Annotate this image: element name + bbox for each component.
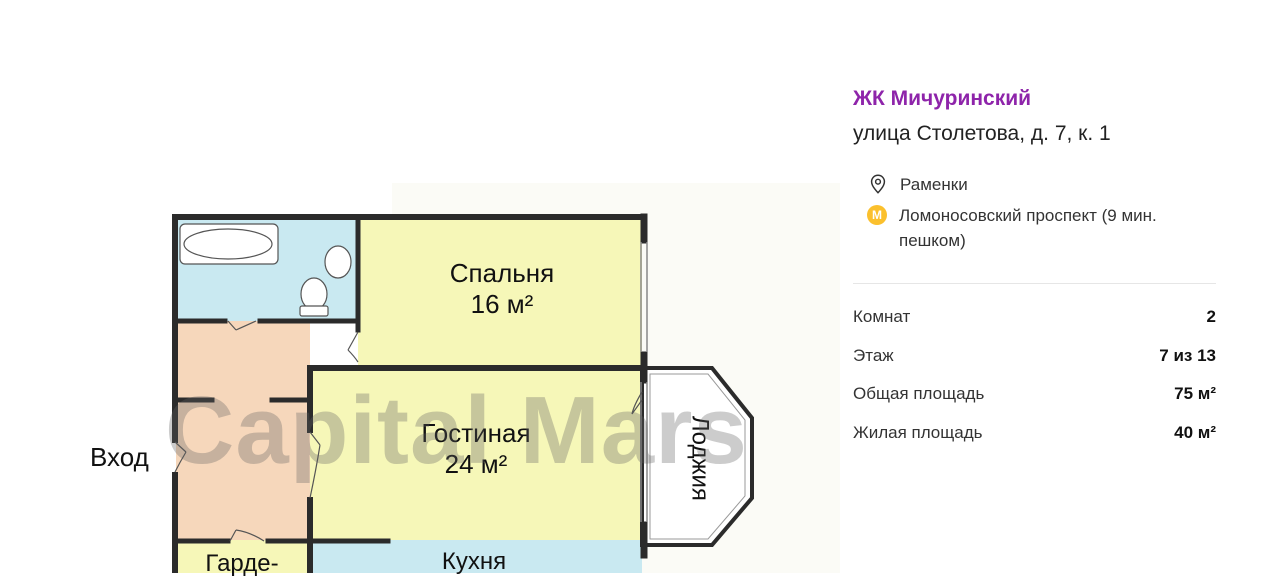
district-row: Раменки <box>867 172 1216 197</box>
kitchen-label: Кухня <box>441 548 507 575</box>
wardrobe-fill <box>176 540 310 573</box>
complex-name-link[interactable]: ЖК Мичуринский <box>853 87 1032 110</box>
location-list: Раменки М Ломоносовский проспект (9 мин.… <box>853 172 1216 253</box>
loggia-inner-line <box>649 373 746 540</box>
windows <box>640 242 648 522</box>
bedroom-label: Спальня 16 м² <box>412 258 592 320</box>
spec-label: Жилая площадь <box>853 422 983 442</box>
spec-value: 7 из 13 <box>1159 345 1216 365</box>
sink <box>324 245 352 279</box>
bedroom-area: 16 м² <box>470 289 534 320</box>
living-room-label: Гостиная 24 м² <box>386 418 566 480</box>
listing-info-panel: ЖК Мичуринский улица Столетова, д. 7, к.… <box>853 84 1216 460</box>
kitchen-fill <box>310 540 642 573</box>
spec-row-floor: Этаж 7 из 13 <box>853 345 1216 384</box>
spec-label: Общая площадь <box>853 384 985 403</box>
metro-station: Ломоносовский проспект (9 мин. пешком) <box>899 206 1157 250</box>
doors <box>174 320 643 542</box>
entrance-label: Вход <box>90 442 149 472</box>
divider <box>853 283 1216 284</box>
walls <box>172 213 648 573</box>
spec-row-living-area: Жилая площадь 40 м² <box>853 422 1216 461</box>
spec-value: 75 м² <box>1174 384 1216 403</box>
district-name: Раменки <box>900 175 968 194</box>
spec-label: Комнат <box>853 307 911 326</box>
floorplan-drawing <box>172 213 754 573</box>
spec-row-rooms: Комнат 2 <box>853 306 1216 345</box>
watermark: Capital Mars <box>165 377 748 484</box>
metro-icon: М <box>867 205 887 225</box>
spec-label: Этаж <box>853 345 894 365</box>
living-room-area: 24 м² <box>444 449 508 480</box>
toilet <box>300 277 328 311</box>
spec-row-total-area: Общая площадь 75 м² <box>853 383 1216 422</box>
specs-list: Комнат 2 Этаж 7 из 13 Общая площадь 75 м… <box>853 306 1216 460</box>
bedroom-name: Спальня <box>449 258 555 288</box>
living-room-name: Гостиная <box>421 418 531 448</box>
living-room-fill <box>310 370 642 540</box>
spec-value: 2 <box>1206 307 1216 326</box>
bedroom-fill <box>358 219 642 368</box>
wardrobe-label: Гарде- <box>205 550 279 577</box>
spec-value: 40 м² <box>1174 422 1216 442</box>
metro-row: М Ломоносовский проспект (9 мин. пешком) <box>867 203 1216 253</box>
location-pin-icon <box>870 174 886 194</box>
address: улица Столетова, д. 7, к. 1 <box>853 122 1111 145</box>
floorplan-image: Спальня 16 м² Гостиная 24 м² Кухня Гарде… <box>90 213 754 577</box>
bathroom-fixtures <box>179 223 352 317</box>
bathtub <box>179 223 279 265</box>
